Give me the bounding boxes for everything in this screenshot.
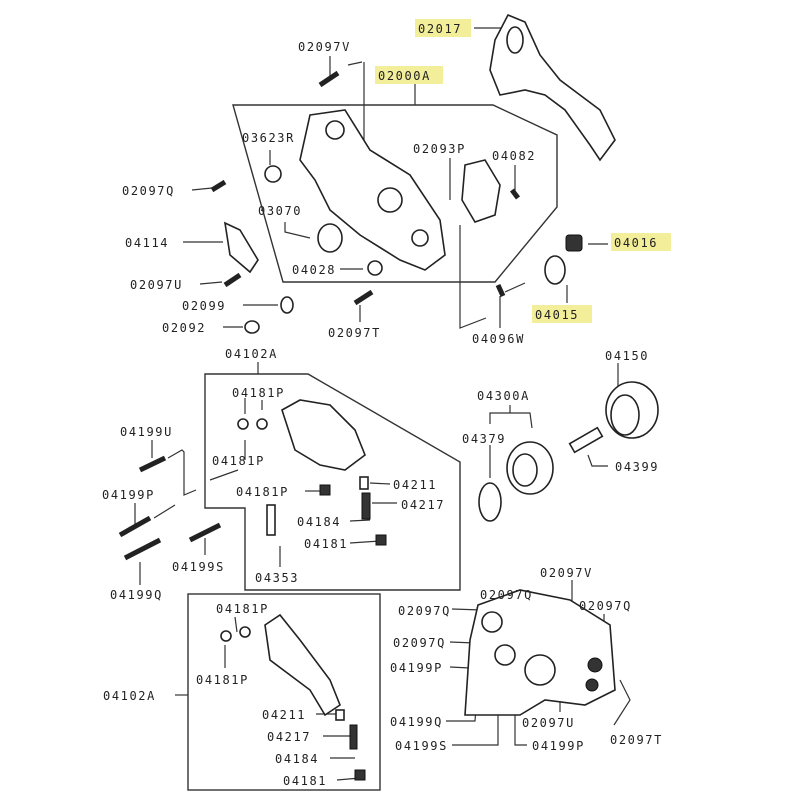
label-04199q[interactable]: 04199Q bbox=[390, 715, 443, 729]
crank-seal-icon bbox=[317, 223, 343, 253]
gasket-02092-icon bbox=[244, 320, 260, 334]
label-02092[interactable]: 02092 bbox=[162, 321, 206, 335]
label-02097q[interactable]: 02097Q bbox=[122, 184, 175, 198]
label-04181[interactable]: 04181 bbox=[304, 537, 348, 551]
label-04300a[interactable]: 04300A bbox=[477, 389, 530, 403]
oil-pump-alt-group-box bbox=[187, 593, 381, 791]
label-04199p[interactable]: 04199P bbox=[390, 661, 443, 675]
label-03623r[interactable]: 03623R bbox=[242, 131, 295, 145]
front-case-group-box bbox=[232, 104, 558, 283]
label-02000a[interactable]: 02000A bbox=[378, 69, 431, 83]
label-04199p[interactable]: 04199P bbox=[532, 739, 585, 753]
label-04181p[interactable]: 04181P bbox=[236, 485, 289, 499]
label-04181p[interactable]: 04181P bbox=[212, 454, 265, 468]
label-04211[interactable]: 04211 bbox=[393, 478, 437, 492]
label-02093p[interactable]: 02093P bbox=[413, 142, 466, 156]
label-04181p[interactable]: 04181P bbox=[196, 673, 249, 687]
label-02097t[interactable]: 02097T bbox=[328, 326, 381, 340]
label-04181p[interactable]: 04181P bbox=[216, 602, 269, 616]
label-04181p[interactable]: 04181P bbox=[232, 386, 285, 400]
seal-04028-icon bbox=[367, 260, 383, 276]
label-04399[interactable]: 04399 bbox=[615, 460, 659, 474]
label-04181[interactable]: 04181 bbox=[283, 774, 327, 788]
label-04199u[interactable]: 04199U bbox=[120, 425, 173, 439]
label-04114[interactable]: 04114 bbox=[125, 236, 169, 250]
label-04015[interactable]: 04015 bbox=[535, 308, 579, 322]
oil-pump-body-part bbox=[237, 399, 387, 546]
label-04379[interactable]: 04379 bbox=[462, 432, 506, 446]
label-02017[interactable]: 02017 bbox=[418, 22, 462, 36]
label-04199s[interactable]: 04199S bbox=[395, 739, 448, 753]
label-02099[interactable]: 02099 bbox=[182, 299, 226, 313]
highlight-02000a bbox=[375, 66, 443, 84]
bracket-04114-icon bbox=[223, 221, 259, 274]
label-02097v[interactable]: 02097V bbox=[298, 40, 351, 54]
highlight-02017 bbox=[415, 19, 471, 37]
timing-cover-part bbox=[489, 13, 616, 162]
highlight-04016 bbox=[611, 233, 671, 251]
oil-seal-icon bbox=[264, 165, 282, 183]
label-04353[interactable]: 04353 bbox=[255, 571, 299, 585]
label-04082[interactable]: 04082 bbox=[492, 149, 536, 163]
pump-cover-icon bbox=[461, 159, 501, 223]
label-02097v[interactable]: 02097V bbox=[540, 566, 593, 580]
label-04102a[interactable]: 04102A bbox=[225, 347, 278, 361]
label-04184[interactable]: 04184 bbox=[297, 515, 341, 529]
label-04217[interactable]: 04217 bbox=[401, 498, 445, 512]
label-04199s[interactable]: 04199S bbox=[172, 560, 225, 574]
highlight-04015 bbox=[532, 305, 592, 323]
oil-pump-group-box bbox=[204, 373, 461, 591]
label-04184[interactable]: 04184 bbox=[275, 752, 319, 766]
label-04199p[interactable]: 04199P bbox=[102, 488, 155, 502]
front-case-part bbox=[299, 109, 446, 271]
label-04211[interactable]: 04211 bbox=[262, 708, 306, 722]
label-02097q[interactable]: 02097Q bbox=[480, 588, 533, 602]
oil-cooler-part bbox=[478, 381, 659, 522]
bolt-icons bbox=[118, 70, 520, 561]
label-02097t[interactable]: 02097T bbox=[610, 733, 663, 747]
label-04217[interactable]: 04217 bbox=[267, 730, 311, 744]
label-04028[interactable]: 04028 bbox=[292, 263, 336, 277]
label-02097q[interactable]: 02097Q bbox=[579, 599, 632, 613]
label-04150[interactable]: 04150 bbox=[605, 349, 649, 363]
label-04016[interactable]: 04016 bbox=[614, 236, 658, 250]
engine-block-part bbox=[464, 589, 616, 716]
o-ring-02099-icon bbox=[280, 296, 294, 314]
label-04199q[interactable]: 04199Q bbox=[110, 588, 163, 602]
label-03070[interactable]: 03070 bbox=[258, 204, 302, 218]
oil-pump-alt-part bbox=[220, 613, 366, 781]
label-02097q[interactable]: 02097Q bbox=[393, 636, 446, 650]
label-02097q[interactable]: 02097Q bbox=[398, 604, 451, 618]
gear-04016-icon bbox=[565, 234, 583, 252]
label-02097u[interactable]: 02097U bbox=[522, 716, 575, 730]
label-04096w[interactable]: 04096W bbox=[472, 332, 525, 346]
gear-04015-icon bbox=[544, 255, 566, 285]
label-04102a[interactable]: 04102A bbox=[103, 689, 156, 703]
label-02097u[interactable]: 02097U bbox=[130, 278, 183, 292]
